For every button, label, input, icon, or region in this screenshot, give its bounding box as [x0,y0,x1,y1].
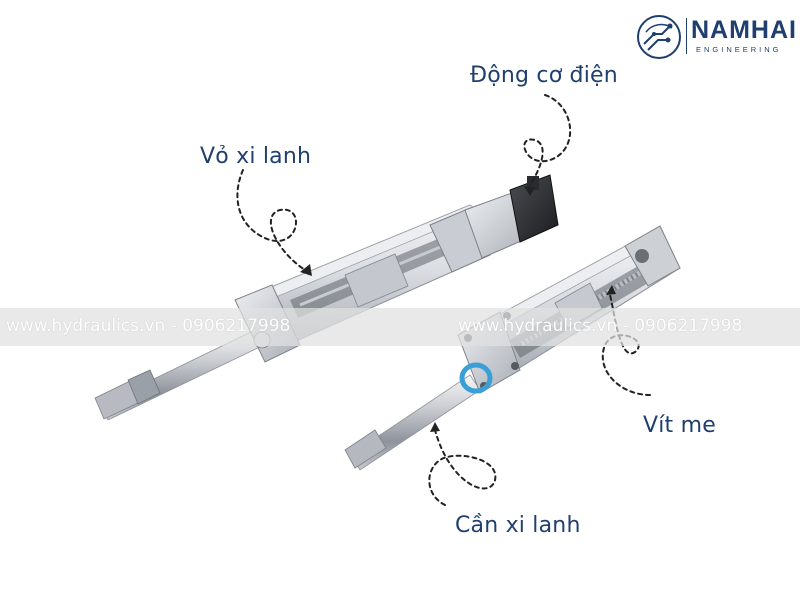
watermark-band [0,308,800,346]
arrowhead-barrel [300,264,312,276]
brand-name: NAMHAI [691,16,797,44]
arrowhead-motor [524,186,535,196]
brand-divider [686,18,687,54]
rod-seal-ring [459,362,493,394]
arrow-motor [523,94,572,186]
arrowhead-rod [430,422,440,432]
arrow-rod [428,429,497,506]
arrowhead-screw [606,285,616,295]
watermark-text-left: www.hydraulics.vn - 0906217998 [6,316,291,336]
circuit-globe-icon [637,15,681,59]
cap-bolt [511,362,519,370]
label-motor: Động cơ điện [470,63,618,88]
brand-tagline: ENGINEERING [696,45,782,54]
right-rear-cap [624,225,681,287]
brand-logo: NAMHAI ENGINEERING [636,14,796,60]
left-ball-nut [344,253,409,308]
arrow-heads [300,186,616,432]
label-screw: Vít me [643,413,716,438]
right-rod-end [344,429,387,469]
motor-connector [527,176,539,190]
label-barrel: Vỏ xi lanh [200,144,312,169]
arrow-barrel [236,169,306,271]
label-rod: Cần xi lanh [455,513,581,538]
watermark-text-right: www.hydraulics.vn - 0906217998 [458,316,743,336]
rear-bearing [635,249,649,263]
left-actuator [94,174,559,421]
left-rod-nut [127,369,161,405]
